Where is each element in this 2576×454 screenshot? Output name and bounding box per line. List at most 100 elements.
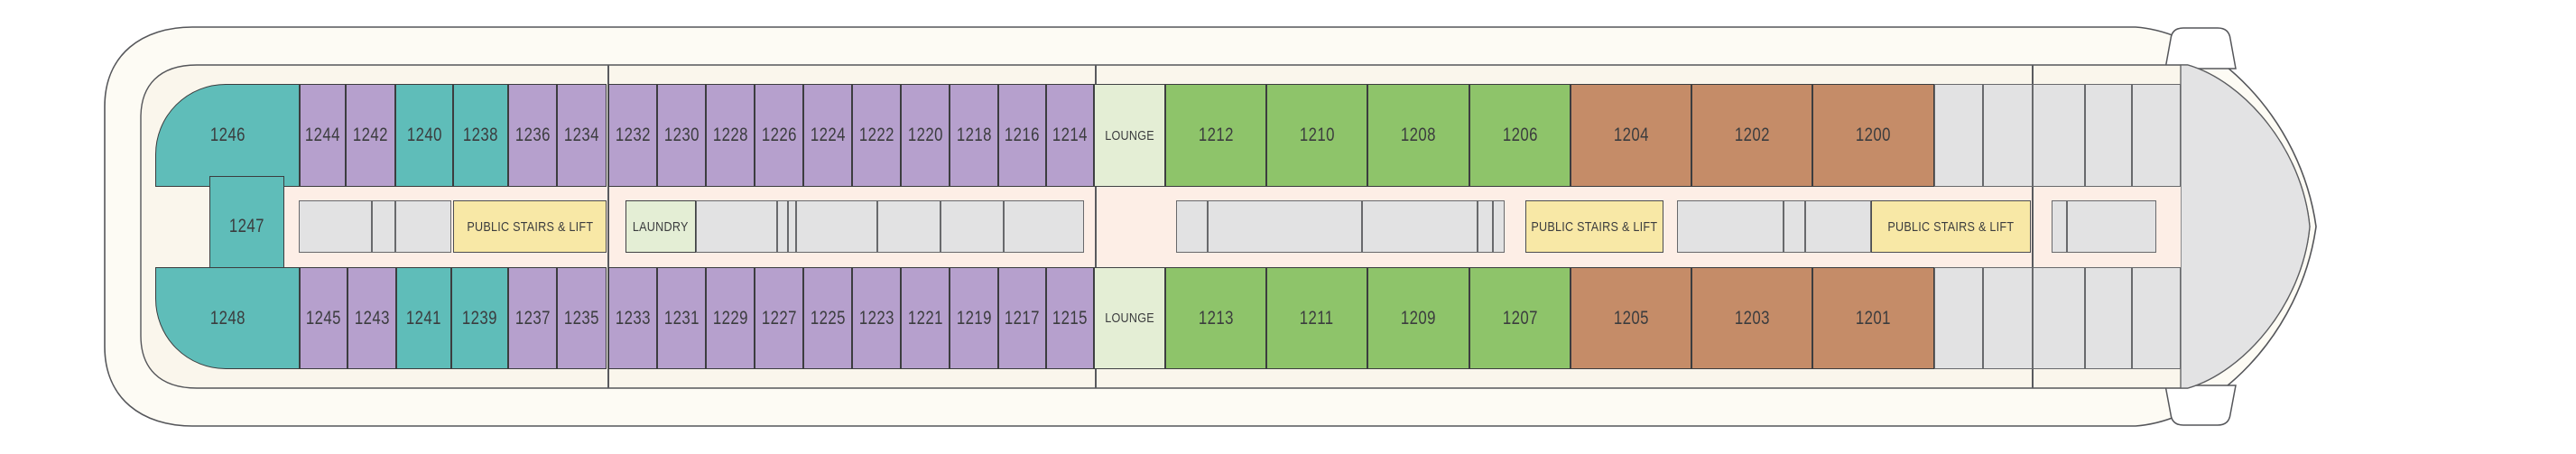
cabin-1234[interactable]: 1234 bbox=[557, 84, 607, 187]
cabin-1242[interactable]: 1242 bbox=[346, 84, 395, 187]
area-label: PUBLIC STAIRS & LIFT bbox=[1887, 218, 2015, 235]
utility-cell bbox=[1176, 200, 1208, 253]
area-label: PUBLIC STAIRS & LIFT bbox=[1531, 218, 1658, 235]
cabin-1207[interactable]: 1207 bbox=[1469, 267, 1571, 369]
cabin-number: 1247 bbox=[229, 216, 264, 236]
public-stairs-lift-cell: PUBLIC STAIRS & LIFT bbox=[1871, 200, 2031, 253]
cabin-1205[interactable]: 1205 bbox=[1571, 267, 1691, 369]
cabin-1212[interactable]: 1212 bbox=[1165, 84, 1266, 187]
cabin-number: 1224 bbox=[810, 125, 846, 145]
utility-cell bbox=[395, 200, 451, 253]
utility-cell bbox=[1677, 200, 1784, 253]
cabin-number: 1203 bbox=[1734, 307, 1770, 329]
cabin-1246[interactable]: 1246 bbox=[155, 84, 300, 187]
cabin-1240[interactable]: 1240 bbox=[395, 84, 453, 187]
cabin-1239[interactable]: 1239 bbox=[451, 267, 508, 369]
utility-cell bbox=[1362, 200, 1478, 253]
cabin-1227[interactable]: 1227 bbox=[755, 267, 803, 369]
cabin-1235[interactable]: 1235 bbox=[557, 267, 607, 369]
bow-area bbox=[2180, 64, 2311, 389]
cabin-1226[interactable]: 1226 bbox=[755, 84, 803, 187]
public-stairs-lift-cell: PUBLIC STAIRS & LIFT bbox=[1525, 200, 1663, 253]
cabin-1222[interactable]: 1222 bbox=[852, 84, 901, 187]
cabin-1201[interactable]: 1201 bbox=[1812, 267, 1934, 369]
cabin-number: 1234 bbox=[564, 125, 599, 145]
cabin-number: 1236 bbox=[514, 125, 551, 145]
cabin-1244[interactable]: 1244 bbox=[300, 84, 346, 187]
cabin-number: 1225 bbox=[810, 307, 846, 329]
cabin-1216[interactable]: 1216 bbox=[998, 84, 1046, 187]
cabin-number: 1207 bbox=[1502, 307, 1538, 329]
cabin-1247[interactable]: 1247 bbox=[209, 176, 284, 277]
cabin-number: 1220 bbox=[907, 125, 943, 145]
cabin-number: 1211 bbox=[1300, 307, 1334, 329]
cabin-1243[interactable]: 1243 bbox=[347, 267, 396, 369]
utility-cell bbox=[777, 200, 788, 253]
cabin-1204[interactable]: 1204 bbox=[1571, 84, 1691, 187]
cabin-1248[interactable]: 1248 bbox=[155, 267, 300, 369]
cabin-1223[interactable]: 1223 bbox=[852, 267, 901, 369]
cabin-number: 1227 bbox=[761, 307, 797, 329]
cabin-number: 1200 bbox=[1856, 125, 1891, 145]
cabin-1225[interactable]: 1225 bbox=[803, 267, 852, 369]
cabin-1218[interactable]: 1218 bbox=[950, 84, 998, 187]
cabin-number: 1235 bbox=[564, 307, 599, 329]
cabin-1202[interactable]: 1202 bbox=[1691, 84, 1812, 187]
section-divider bbox=[2032, 65, 2034, 388]
cabin-number: 1204 bbox=[1613, 125, 1649, 145]
cabin-number: 1230 bbox=[663, 125, 700, 145]
utility-cell bbox=[2067, 200, 2156, 253]
cabin-number: 1222 bbox=[858, 125, 894, 145]
utility-cell bbox=[2033, 267, 2085, 369]
utility-cell bbox=[877, 200, 941, 253]
cabin-number: 1223 bbox=[858, 307, 894, 329]
cabin-1200[interactable]: 1200 bbox=[1812, 84, 1934, 187]
cabin-1229[interactable]: 1229 bbox=[706, 267, 755, 369]
area-label: PUBLIC STAIRS & LIFT bbox=[467, 218, 593, 235]
cabin-number: 1228 bbox=[712, 125, 748, 145]
cabin-1209[interactable]: 1209 bbox=[1367, 267, 1469, 369]
cabin-1231[interactable]: 1231 bbox=[657, 267, 706, 369]
cabin-1203[interactable]: 1203 bbox=[1691, 267, 1812, 369]
utility-cell bbox=[2085, 84, 2132, 187]
cabin-1236[interactable]: 1236 bbox=[508, 84, 557, 187]
cabin-number: 1209 bbox=[1401, 307, 1436, 329]
utility-cell bbox=[1934, 84, 1983, 187]
cabin-1228[interactable]: 1228 bbox=[706, 84, 755, 187]
cabin-1220[interactable]: 1220 bbox=[901, 84, 950, 187]
cabin-1237[interactable]: 1237 bbox=[508, 267, 557, 369]
cabin-number: 1216 bbox=[1005, 125, 1040, 145]
cabin-1206[interactable]: 1206 bbox=[1469, 84, 1571, 187]
cabin-1245[interactable]: 1245 bbox=[300, 267, 347, 369]
cabin-number: 1217 bbox=[1005, 307, 1040, 329]
cabin-1211[interactable]: 1211 bbox=[1266, 267, 1367, 369]
cabin-number: 1206 bbox=[1502, 125, 1538, 145]
cabin-1213[interactable]: 1213 bbox=[1165, 267, 1266, 369]
cabin-1210[interactable]: 1210 bbox=[1266, 84, 1367, 187]
cabin-1238[interactable]: 1238 bbox=[453, 84, 508, 187]
cabin-1224[interactable]: 1224 bbox=[803, 84, 852, 187]
cabin-1215[interactable]: 1215 bbox=[1046, 267, 1094, 369]
utility-cell bbox=[696, 200, 777, 253]
cabin-number: 1232 bbox=[615, 125, 651, 145]
cabin-number: 1231 bbox=[663, 307, 700, 329]
cabin-1232[interactable]: 1232 bbox=[608, 84, 657, 187]
cabin-1233[interactable]: 1233 bbox=[608, 267, 657, 369]
cabin-1208[interactable]: 1208 bbox=[1367, 84, 1469, 187]
cabin-number: 1239 bbox=[462, 307, 497, 329]
cabin-1230[interactable]: 1230 bbox=[657, 84, 706, 187]
section-divider bbox=[1095, 65, 1097, 388]
cabin-number: 1205 bbox=[1613, 307, 1649, 329]
section-divider bbox=[607, 65, 609, 388]
cabin-number: 1244 bbox=[305, 125, 340, 145]
utility-cell bbox=[2085, 267, 2132, 369]
cabin-1241[interactable]: 1241 bbox=[396, 267, 451, 369]
cabin-1217[interactable]: 1217 bbox=[998, 267, 1046, 369]
cabin-1219[interactable]: 1219 bbox=[950, 267, 998, 369]
cabin-1214[interactable]: 1214 bbox=[1046, 84, 1094, 187]
utility-cell bbox=[1805, 200, 1871, 253]
utility-cell bbox=[2033, 84, 2085, 187]
utility-cell bbox=[788, 200, 796, 253]
cabin-1221[interactable]: 1221 bbox=[901, 267, 950, 369]
